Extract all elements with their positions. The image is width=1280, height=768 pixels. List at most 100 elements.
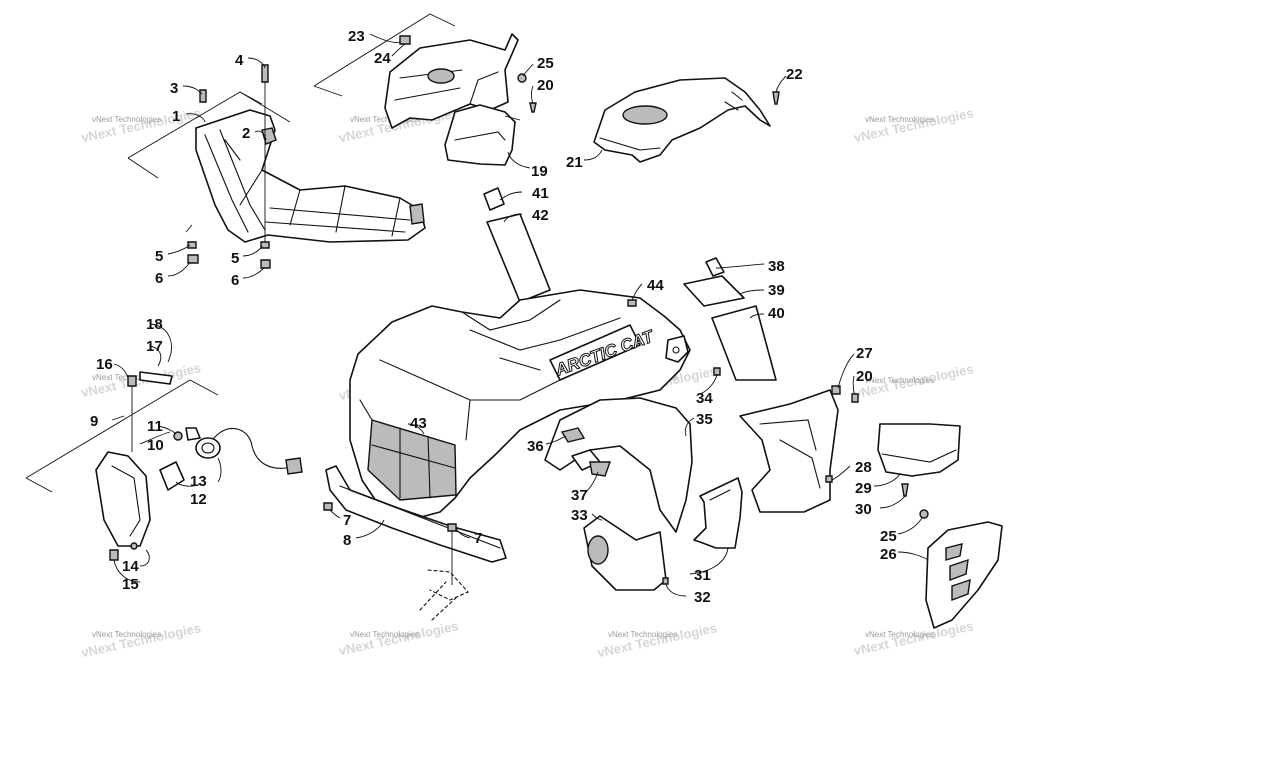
- callout-6-left: 6: [155, 270, 163, 287]
- watermark: vNext Technologies: [350, 115, 419, 124]
- callout-33: 33: [571, 507, 588, 524]
- decal-39: [683, 275, 745, 307]
- clip-34: [713, 367, 721, 376]
- inner-fender-panel: [739, 389, 839, 513]
- callout-26: 26: [880, 546, 897, 563]
- callout-30: 30: [855, 501, 872, 518]
- watermark: vNext Technologies: [865, 376, 934, 385]
- callout-22: 22: [786, 66, 803, 83]
- callout-numbers: 1 2 3 4 5 6 5 6 7 8 7 9 10 11 12 13 14 1…: [90, 28, 897, 606]
- rear-cover-assembly: [593, 77, 780, 163]
- callout-5-left: 5: [155, 248, 163, 265]
- watermark: vNext Technologies: [350, 630, 419, 639]
- bolt-3: [199, 89, 207, 103]
- callout-18: 18: [146, 316, 163, 333]
- watermark: vNext Technologies: [92, 373, 161, 382]
- callout-27: 27: [856, 345, 873, 362]
- screw-20-right: [851, 393, 859, 403]
- latch-36: [560, 427, 586, 443]
- screw-32: [662, 577, 669, 585]
- top-panel-assembly: [313, 13, 537, 166]
- nut-25-top: [517, 73, 527, 83]
- nut-6-right: [260, 259, 271, 269]
- callout-29: 29: [855, 480, 872, 497]
- seat-pad-29: [877, 423, 961, 477]
- washer-5-right: [260, 241, 270, 249]
- callout-39: 39: [768, 282, 785, 299]
- front-bumper-assembly: [323, 465, 507, 621]
- decal-41: [483, 187, 505, 211]
- callout-12: 12: [190, 491, 207, 508]
- callout-3: 3: [170, 80, 178, 97]
- callout-13: 13: [190, 473, 207, 490]
- clip-24: [399, 35, 411, 45]
- decal-40: [711, 305, 777, 381]
- screw-28: [825, 475, 833, 483]
- callout-20-right: 20: [856, 368, 873, 385]
- callout-1: 1: [172, 108, 180, 125]
- callout-6-right: 6: [231, 272, 239, 289]
- center-panel: [384, 33, 519, 129]
- fender-tab: [665, 335, 689, 363]
- front-rack-assembly: [127, 64, 426, 269]
- nut-6-left: [187, 254, 199, 264]
- callout-28: 28: [855, 459, 872, 476]
- bulb-holder-10: [185, 427, 201, 441]
- screw-30: [901, 483, 909, 497]
- decal-38: [705, 257, 725, 277]
- frame-ghost: [419, 569, 469, 621]
- callout-37: 37: [571, 487, 588, 504]
- watermark-ghost: vNext Technologies: [596, 620, 718, 660]
- callout-4: 4: [235, 52, 244, 69]
- nut-25-right: [919, 509, 929, 519]
- callout-5-right: 5: [231, 250, 239, 267]
- callout-9: 9: [90, 413, 98, 430]
- headlight-housing: [95, 451, 151, 547]
- callout-19: 19: [531, 163, 548, 180]
- watermark: vNext Technologies: [92, 115, 161, 124]
- callout-14: 14: [122, 558, 139, 575]
- callout-31: 31: [694, 567, 711, 584]
- rear-top-cover-21: [593, 77, 771, 163]
- callout-20-top: 20: [537, 77, 554, 94]
- clip-16: [127, 375, 137, 387]
- screw-14: [130, 542, 138, 550]
- callout-36: 36: [527, 438, 544, 455]
- callout-43: 43: [410, 415, 427, 432]
- callout-8: 8: [343, 532, 351, 549]
- washer-5-left: [187, 241, 197, 249]
- callout-44: 44: [647, 277, 664, 294]
- callout-25-right: 25: [880, 528, 897, 545]
- watermark: vNext Technologies: [608, 630, 677, 639]
- callout-42: 42: [532, 207, 549, 224]
- wiring-harness: [213, 427, 287, 469]
- nut-7-right: [447, 523, 457, 532]
- front-body-assembly: ARCTIC CAT: [349, 289, 721, 533]
- ring-13: [195, 437, 221, 459]
- callout-11: 11: [147, 418, 163, 435]
- callout-10: 10: [147, 437, 164, 454]
- callout-7-right: 7: [474, 530, 482, 547]
- callout-24: 24: [374, 50, 391, 67]
- grille-43: [367, 419, 457, 501]
- callout-17: 17: [146, 338, 163, 355]
- callout-35: 35: [696, 411, 713, 428]
- callout-16: 16: [96, 356, 113, 373]
- callout-34: 34: [696, 390, 713, 407]
- watermark-ghost: vNext Technologies: [852, 105, 974, 145]
- callout-21: 21: [566, 154, 583, 171]
- callout-2: 2: [242, 125, 250, 142]
- screw-20-top: [529, 102, 537, 113]
- callout-7-left: 7: [343, 512, 351, 529]
- group-bracket-top: [313, 13, 456, 87]
- group-bracket-headlight: [25, 379, 219, 479]
- watermark-ghost: vNext Technologies: [80, 620, 202, 660]
- callout-40: 40: [768, 305, 785, 322]
- nut-7-left: [323, 502, 333, 511]
- knob-37: [589, 461, 611, 477]
- headlight-assembly: [25, 371, 303, 561]
- callout-32: 32: [694, 589, 711, 606]
- socket-12: [159, 461, 185, 491]
- callout-23: 23: [348, 28, 365, 45]
